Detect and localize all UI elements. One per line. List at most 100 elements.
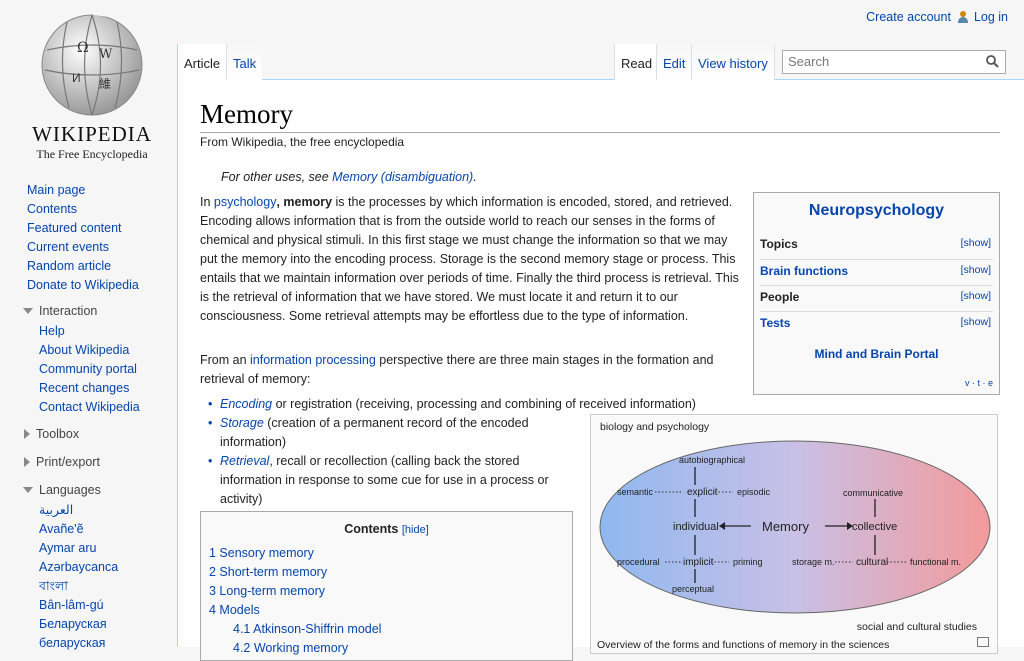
svg-text:維: 維 — [99, 77, 111, 91]
sidebar-item-about[interactable]: About Wikipedia — [39, 343, 130, 357]
sidebar-item-recent-changes[interactable]: Recent changes — [39, 381, 130, 395]
sidebar-item-main-page[interactable]: Main page — [27, 183, 86, 197]
toolbox-label: Toolbox — [36, 427, 80, 441]
retrieval-link[interactable]: Retrieval — [220, 454, 270, 468]
toolbox-heading[interactable]: Toolbox — [24, 427, 79, 441]
languages-heading[interactable]: Languages — [23, 483, 101, 497]
tab-view-history[interactable]: View history — [691, 44, 775, 80]
second-paragraph: From an information processing perspecti… — [200, 351, 742, 389]
infobox-row-brain-functions: Brain functions [show] — [760, 259, 993, 278]
language-link[interactable]: Avañe'ẽ — [39, 522, 84, 536]
tagline: The Free Encyclopedia — [36, 147, 148, 161]
svg-text:И: И — [72, 71, 81, 85]
create-account-link[interactable]: Create account — [866, 10, 951, 24]
text: (creation of a permanent record of the e… — [220, 416, 529, 449]
tab-read[interactable]: Read — [614, 44, 659, 80]
svg-text:W: W — [99, 47, 113, 62]
search-input[interactable]: Search — [782, 50, 1006, 74]
print-export-label: Print/export — [36, 455, 100, 469]
row-link[interactable]: Tests — [760, 316, 791, 330]
interaction-label: Interaction — [39, 304, 98, 318]
toc-subitem[interactable]: 4.2 Working memory — [233, 641, 349, 655]
infobox-title[interactable]: Neuropsychology — [808, 202, 945, 219]
sidebar-item-contact[interactable]: Contact Wikipedia — [39, 400, 140, 414]
wikipedia-logo[interactable]: Ω W И 維 WIKIPEDIA The Free Encyclopedia — [22, 10, 157, 161]
enlarge-icon[interactable] — [977, 637, 989, 647]
login-link[interactable]: Log in — [973, 10, 1008, 24]
languages-label: Languages — [39, 483, 101, 497]
list-item: •Retrieval, recall or recollection (call… — [208, 452, 578, 509]
sidebar-item-donate[interactable]: Donate to Wikipedia — [27, 278, 139, 292]
psychology-link[interactable]: psychology — [213, 195, 277, 209]
row-link[interactable]: Brain functions — [760, 264, 849, 278]
toc-item[interactable]: 2 Short-term memory — [209, 565, 328, 579]
print-export-heading[interactable]: Print/export — [24, 455, 100, 469]
label-implicit: implicit — [683, 557, 714, 568]
disambiguation-link[interactable]: Memory (disambiguation) — [332, 170, 474, 184]
expand-arrow-icon — [24, 457, 30, 467]
language-link[interactable]: беларуская — [39, 636, 106, 650]
label-episodic: episodic — [737, 487, 771, 497]
tab-edit[interactable]: Edit — [656, 44, 692, 80]
show-toggle[interactable]: [show] — [960, 316, 991, 328]
infobox-row-people: People[show] — [760, 285, 993, 304]
sidebar-item-help[interactable]: Help — [39, 324, 65, 338]
table-of-contents: Contents [hide] 1 Sensory memory 2 Short… — [200, 511, 573, 661]
figure-caption: Overview of the forms and functions of m… — [597, 639, 890, 651]
toc-item[interactable]: 4 Models — [209, 603, 260, 617]
sidebar-item-current-events[interactable]: Current events — [27, 240, 109, 254]
row-label: Topics — [760, 237, 798, 251]
text: perspective there are three main stages … — [200, 353, 714, 386]
language-link[interactable]: Aymar aru — [39, 541, 97, 555]
toc-subitem[interactable]: 4.1 Atkinson-Shiffrin model — [233, 622, 382, 636]
collapse-arrow-icon — [23, 308, 33, 314]
bullet-icon: • — [208, 397, 213, 411]
personal-tools: Create account Log in — [866, 10, 1008, 24]
language-link[interactable]: বাংলা — [39, 579, 68, 593]
list-item: • Storage (creation of a permanent record… — [208, 414, 578, 452]
sidebar-item-contents[interactable]: Contents — [27, 202, 78, 216]
memory-figure: biology and psychology autobiographical … — [590, 414, 998, 654]
text: , — [276, 195, 284, 209]
text: is the processes by which information is… — [200, 195, 739, 323]
toc-hide-toggle[interactable]: [hide] — [401, 524, 429, 536]
text: , recall or recollection (calling back t… — [220, 454, 549, 506]
wordmark: WIKIPEDIA — [32, 122, 152, 146]
show-toggle[interactable]: [show] — [960, 237, 991, 249]
interaction-heading[interactable]: Interaction — [23, 304, 97, 318]
bullet-icon: • — [208, 416, 213, 430]
text: or registration (receiving, processing a… — [272, 397, 696, 411]
show-toggle[interactable]: [show] — [960, 264, 991, 276]
vte-links[interactable]: v · t · e — [964, 378, 993, 388]
label-procedural: procedural — [617, 557, 660, 567]
sidebar-item-community-portal[interactable]: Community portal — [39, 362, 137, 376]
language-link[interactable]: Azərbaycanca — [39, 560, 119, 574]
sidebar-navigation: Main page Contents Featured content Curr… — [27, 181, 167, 295]
toc-item[interactable]: 3 Long-term memory — [209, 584, 326, 598]
toc-title: Contents — [344, 522, 399, 536]
language-link[interactable]: العربية — [39, 503, 74, 517]
label-storage: storage m. — [792, 557, 835, 567]
label-communicative: communicative — [843, 488, 903, 498]
sidebar-item-featured-content[interactable]: Featured content — [27, 221, 122, 235]
infobox-row-topics: Topics [show] — [760, 233, 993, 251]
hatnote-end: . — [473, 170, 477, 184]
language-link[interactable]: Bân-lâm-gú — [39, 598, 104, 612]
encoding-link[interactable]: Encoding — [220, 397, 273, 411]
language-link[interactable]: Беларуская — [39, 617, 107, 631]
page-title: Memory — [200, 99, 1000, 133]
show-toggle[interactable]: [show] — [960, 290, 991, 302]
svg-text:Ω: Ω — [77, 40, 89, 56]
tab-talk[interactable]: Talk — [226, 44, 263, 80]
label-autobiographical: autobiographical — [679, 455, 745, 465]
tab-article[interactable]: Article — [177, 44, 227, 80]
figure-top-label: biology and psychology — [600, 421, 710, 433]
memory-diagram[interactable]: autobiographical semantic explicit episo… — [599, 435, 991, 630]
toc-item[interactable]: 1 Sensory memory — [209, 546, 314, 560]
storage-link[interactable]: Storage — [220, 416, 264, 430]
sidebar-item-random-article[interactable]: Random article — [27, 259, 112, 273]
portal-link[interactable]: Mind and Brain Portal — [814, 347, 939, 361]
bold-term: memory — [283, 195, 333, 209]
search-icon[interactable] — [986, 55, 999, 68]
information-processing-link[interactable]: information processing — [250, 353, 376, 367]
